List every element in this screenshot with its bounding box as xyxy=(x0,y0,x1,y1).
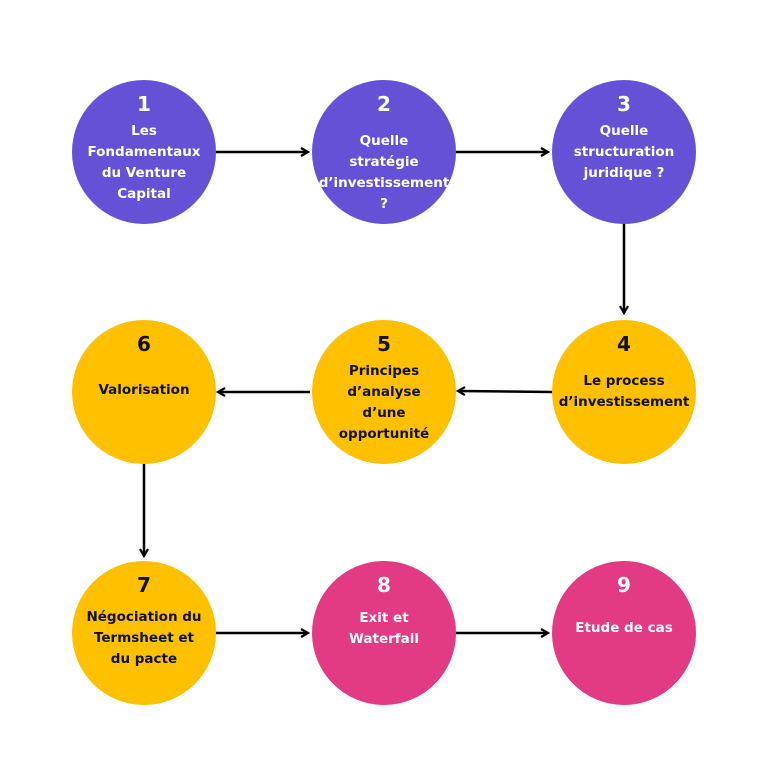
node-3: 3 Quelle structuration juridique ? xyxy=(552,80,696,224)
node-1: 1 Les Fondamentaux du Venture Capital xyxy=(72,80,216,224)
node-7-label: Négociation du Termsheet et du pacte xyxy=(86,609,202,667)
node-3-label: Quelle structuration juridique ? xyxy=(573,123,675,181)
node-2-label: Quelle stratégie d’investissement ? xyxy=(318,133,450,212)
node-6-label: Valorisation xyxy=(98,382,190,398)
node-3-number: 3 xyxy=(617,92,631,116)
node-8-label: Exit et Waterfall xyxy=(348,610,420,647)
node-9-label: Etude de cas xyxy=(575,620,673,636)
node-2-number: 2 xyxy=(377,92,391,116)
node-1-label: Les Fondamentaux du Venture Capital xyxy=(87,123,201,202)
node-6-number: 6 xyxy=(137,332,151,356)
node-8: 8 Exit et Waterfall xyxy=(312,561,456,705)
node-5-number: 5 xyxy=(377,332,391,356)
node-7-number: 7 xyxy=(137,573,151,597)
node-4-number: 4 xyxy=(617,332,631,356)
node-1-number: 1 xyxy=(137,92,151,116)
node-7: 7 Négociation du Termsheet et du pacte xyxy=(72,561,216,705)
node-4-label: Le process d’investissement xyxy=(558,373,690,410)
node-2: 2 Quelle stratégie d’investissement ? xyxy=(312,80,456,224)
node-9: 9 Etude de cas xyxy=(552,561,696,705)
node-5: 5 Principes d’analyse d’une opportunité xyxy=(312,320,456,464)
node-6: 6 Valorisation xyxy=(72,320,216,464)
node-9-number: 9 xyxy=(617,573,631,597)
node-5-label: Principes d’analyse d’une opportunité xyxy=(338,363,430,442)
node-4: 4 Le process d’investissement xyxy=(552,320,696,464)
arrow-4-to-5 xyxy=(458,391,553,392)
node-8-number: 8 xyxy=(377,573,391,597)
